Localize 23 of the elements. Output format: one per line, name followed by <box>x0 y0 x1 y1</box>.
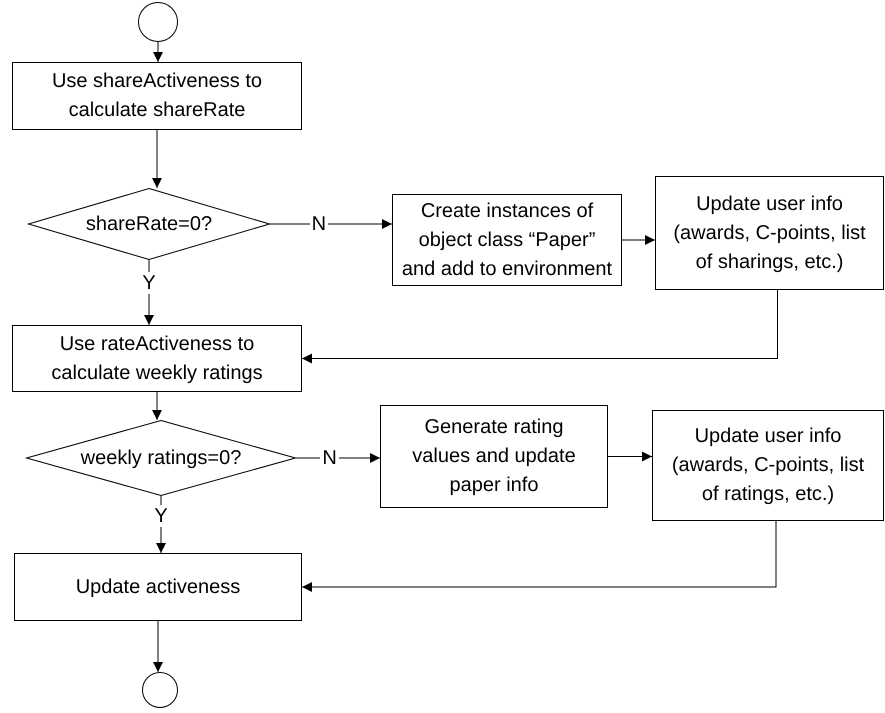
arrow <box>153 42 163 62</box>
arrow <box>302 520 776 592</box>
process-box: Use shareActiveness to calculate shareRate <box>12 62 302 130</box>
terminal-circle <box>138 2 178 42</box>
process-box: Generate rating values and update paper info <box>380 405 608 508</box>
arrow <box>152 392 162 420</box>
arrow <box>270 219 392 229</box>
arrow <box>302 290 778 364</box>
process-box: Update user info (awards, C-points, list of sharings, etc.) <box>655 176 884 290</box>
process-box: Use rateActiveness to calculate weekly ratings <box>12 325 302 392</box>
arrow <box>622 235 656 245</box>
arrow <box>153 620 163 672</box>
process-box: Update activeness <box>14 553 302 621</box>
process-box: Update user info (awards, C-points, list of ratings, etc.) <box>652 410 884 521</box>
edge-label: Y <box>140 272 158 294</box>
decision-diamond: shareRate=0? <box>28 188 270 260</box>
arrow <box>296 453 380 463</box>
decision-diamond: weekly ratings=0? <box>26 420 296 496</box>
arrow <box>152 130 162 188</box>
arrow <box>608 452 652 462</box>
edge-label: Y <box>152 504 170 527</box>
process-box: Create instances of object class “Paper” and add to environment <box>392 194 622 286</box>
terminal-circle <box>142 672 178 708</box>
